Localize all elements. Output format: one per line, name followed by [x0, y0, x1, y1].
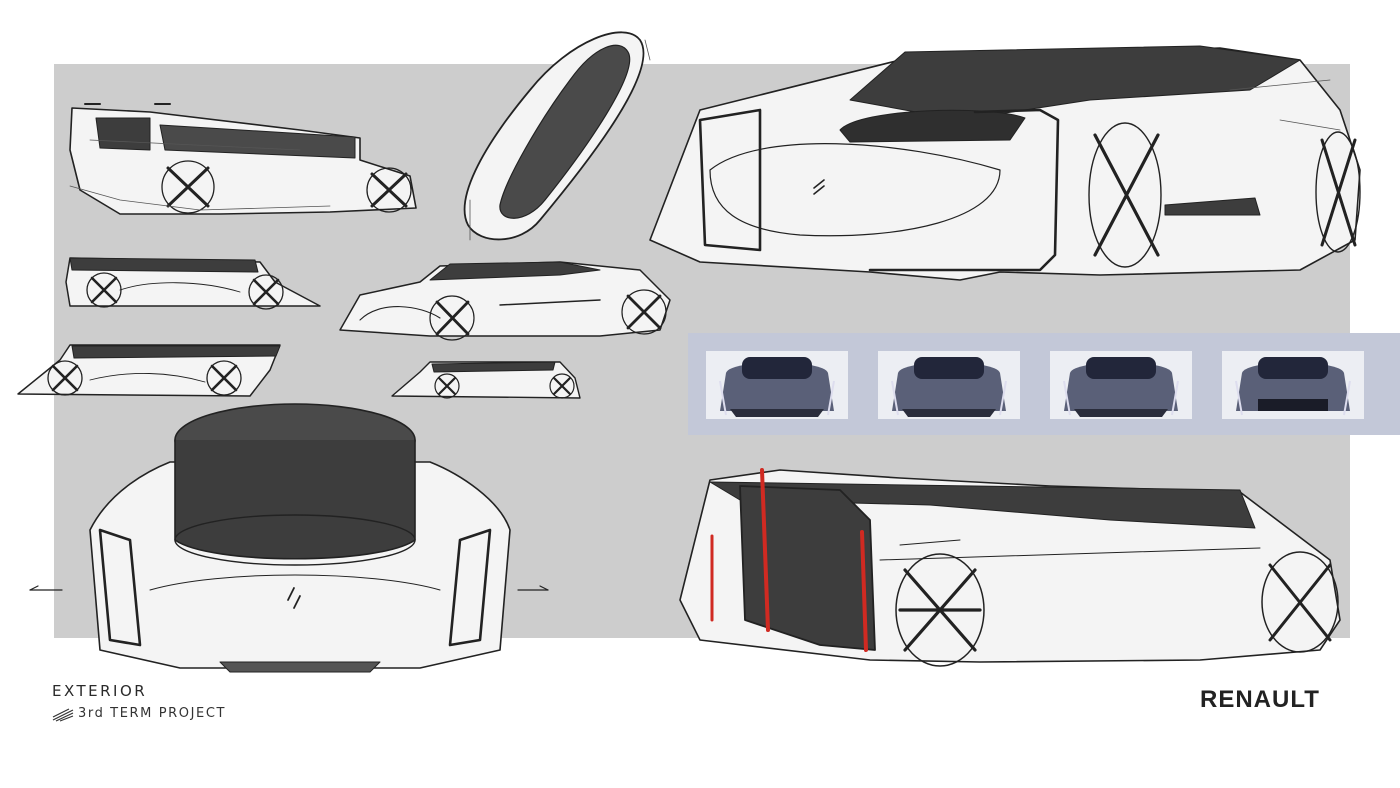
side-view-sketch-4: [391, 361, 581, 399]
front-render-strip: [688, 333, 1400, 435]
board-title: EXTERIOR: [52, 682, 148, 700]
three-quarter-sketch-small: [339, 261, 671, 341]
front-render-3: [1050, 351, 1192, 419]
side-view-sketch-1: [69, 103, 417, 215]
top-view-sketch: [463, 31, 651, 241]
side-view-sketch-3: [17, 344, 281, 397]
hatch-icon: [52, 708, 74, 722]
front-render-1: [706, 351, 848, 419]
brand-logo-text: RENAULT: [1200, 686, 1320, 713]
rear-three-quarter-sketch: [679, 468, 1341, 667]
board-subtitle: 3rd TERM PROJECT: [78, 706, 227, 721]
three-quarter-front-sketch-large: [649, 45, 1361, 281]
front-render-4: [1222, 351, 1364, 419]
side-view-sketch-2: [65, 257, 321, 310]
front-view-sketch: [29, 403, 549, 673]
front-render-2: [878, 351, 1020, 419]
